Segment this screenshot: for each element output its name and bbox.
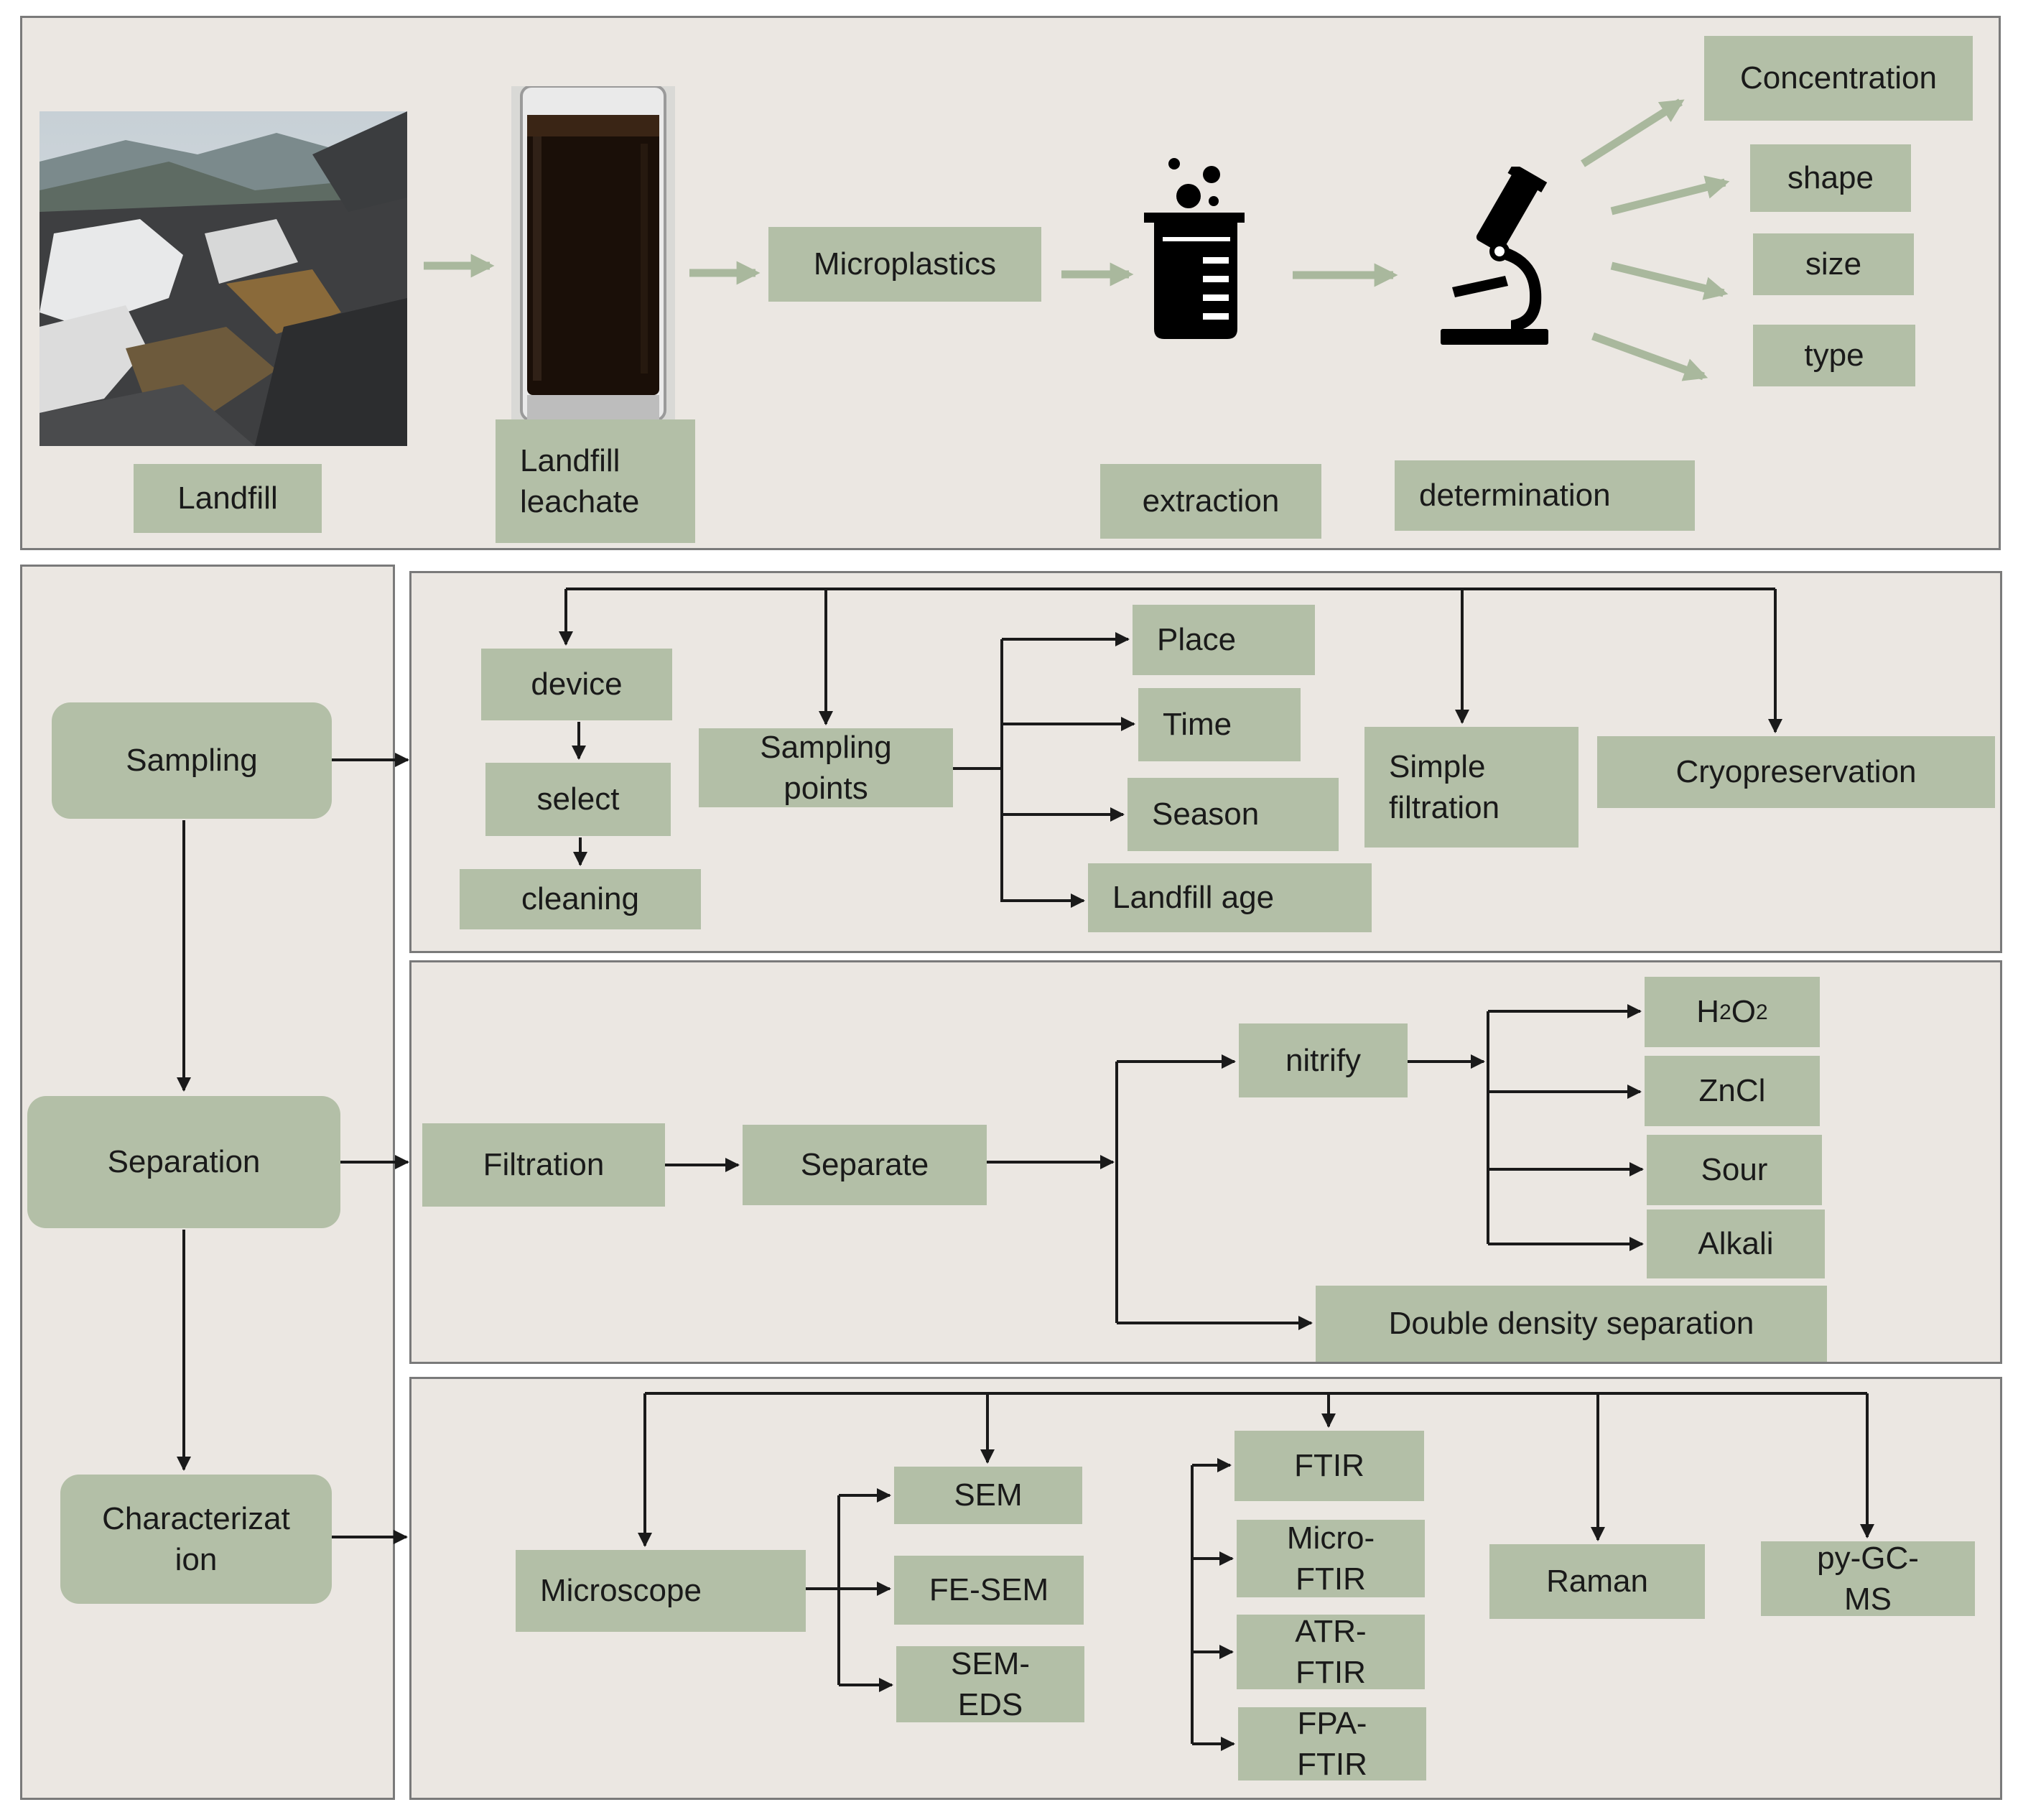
landfill-label: Landfill: [134, 464, 322, 533]
size-box: size: [1753, 233, 1914, 295]
sampling-stage: Sampling: [52, 702, 332, 819]
landfill-photo: [39, 111, 407, 446]
ftir-box: FTIR: [1234, 1431, 1424, 1501]
cleaning-box: cleaning: [460, 869, 701, 929]
extraction-label: extraction: [1100, 464, 1321, 539]
leachate-label: Landfill leachate: [496, 419, 695, 543]
cryopreservation-box: Cryopreservation: [1597, 736, 1995, 808]
fpa-ftir-box: FPA- FTIR: [1238, 1706, 1426, 1782]
sampling-points-box: Sampling points: [699, 728, 953, 807]
zncl-box: ZnCl: [1645, 1056, 1820, 1126]
sour-box: Sour: [1647, 1135, 1822, 1205]
landfill-age-box: Landfill age: [1088, 863, 1372, 932]
separate-box: Separate: [743, 1125, 987, 1205]
simple-filtration-box: Simple filtration: [1364, 727, 1578, 848]
microscope-icon: [1436, 163, 1551, 345]
separation-stage: Separation: [27, 1096, 340, 1228]
place-box: Place: [1133, 605, 1315, 675]
nitrify-box: nitrify: [1239, 1023, 1408, 1097]
h2o2-h: H: [1696, 994, 1720, 1030]
atr-ftir-box: ATR- FTIR: [1237, 1614, 1425, 1690]
sem-eds-box: SEM- EDS: [896, 1646, 1084, 1722]
determination-label: determination: [1395, 460, 1695, 531]
micro-ftir-box: Micro- FTIR: [1237, 1520, 1425, 1597]
leachate-bottle-photo: [511, 86, 675, 420]
filtration-box: Filtration: [422, 1123, 665, 1207]
h2o2-o: O: [1731, 994, 1756, 1030]
fe-sem-box: FE-SEM: [894, 1556, 1084, 1625]
raman-box: Raman: [1489, 1544, 1705, 1619]
sem-box: SEM: [894, 1467, 1082, 1524]
microplastics-box: Microplastics: [768, 227, 1041, 302]
select-box: select: [485, 763, 671, 836]
double-density-box: Double density separation: [1316, 1286, 1827, 1362]
type-box: type: [1753, 325, 1915, 386]
device-box: device: [481, 649, 672, 720]
beaker-icon: [1138, 157, 1253, 343]
top-flow-arrows: [424, 98, 1730, 381]
h2o2-sub-1: 2: [1719, 1000, 1731, 1024]
time-box: Time: [1138, 688, 1301, 761]
py-gc-ms-box: py-GC- MS: [1761, 1541, 1975, 1617]
characterization-stage: Characterizat ion: [60, 1475, 332, 1604]
season-box: Season: [1127, 778, 1339, 851]
h2o2-sub-2: 2: [1756, 1000, 1768, 1024]
shape-box: shape: [1750, 144, 1911, 212]
microscope-box: Microscope: [516, 1550, 806, 1632]
alkali-box: Alkali: [1647, 1210, 1825, 1278]
concentration-box: Concentration: [1704, 36, 1973, 121]
